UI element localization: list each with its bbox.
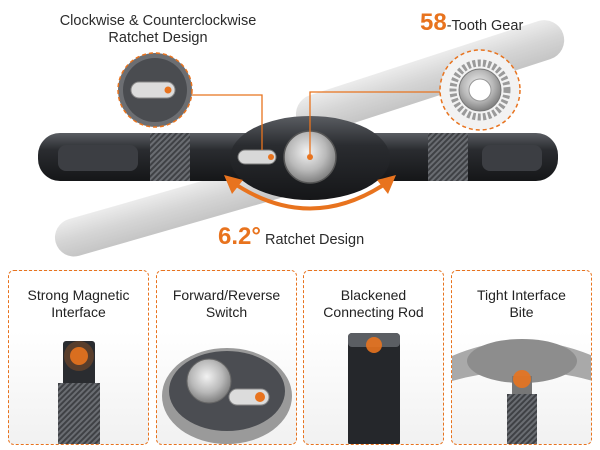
feature-panel-rod: Blackened Connecting Rod (303, 270, 444, 445)
feature-panel-magnetic: Strong Magnetic Interface (8, 270, 149, 445)
feature-panel-bite: Tight Interface Bite (451, 270, 592, 445)
gear-tooth-count: 58 (420, 9, 447, 36)
hero-section: Clockwise & Counterclockwise Ratchet Des… (38, 11, 565, 257)
rotation-arrow (224, 175, 396, 211)
magnetic-socket-image (58, 341, 100, 444)
gear-caption: 58-Tooth Gear (420, 11, 524, 35)
feature-panel-switch: Forward/Reverse Switch (156, 270, 297, 445)
ratchet-angle: 6.2° (218, 223, 261, 250)
switch-leader-line (190, 94, 263, 150)
reverse-switch-image (162, 348, 292, 444)
interface-bite-image (452, 339, 591, 444)
hero-illustration (38, 20, 565, 257)
gear-caption-suffix: -Tooth Gear (446, 18, 524, 34)
angle-caption: 6.2° Ratchet Design (218, 225, 365, 249)
ratchet-head-gear-cap (283, 130, 337, 184)
gear-leader-line (309, 91, 440, 154)
feature-title: Blackened Connecting Rod (323, 287, 424, 320)
feature-title: Forward/Reverse Switch (172, 287, 281, 320)
ratchet-switch (237, 149, 277, 165)
gear-zoom-callout (439, 49, 521, 131)
ratchet-caption: Clockwise & Counterclockwise Ratchet Des… (59, 13, 257, 46)
switch-zoom-callout (117, 52, 193, 128)
angle-caption-suffix: Ratchet Design (265, 232, 365, 248)
feature-title: Tight Interface Bite (477, 287, 566, 320)
feature-title: Strong Magnetic Interface (27, 287, 130, 320)
ghost-handle-up (295, 20, 565, 135)
connecting-rod-image (348, 333, 400, 444)
